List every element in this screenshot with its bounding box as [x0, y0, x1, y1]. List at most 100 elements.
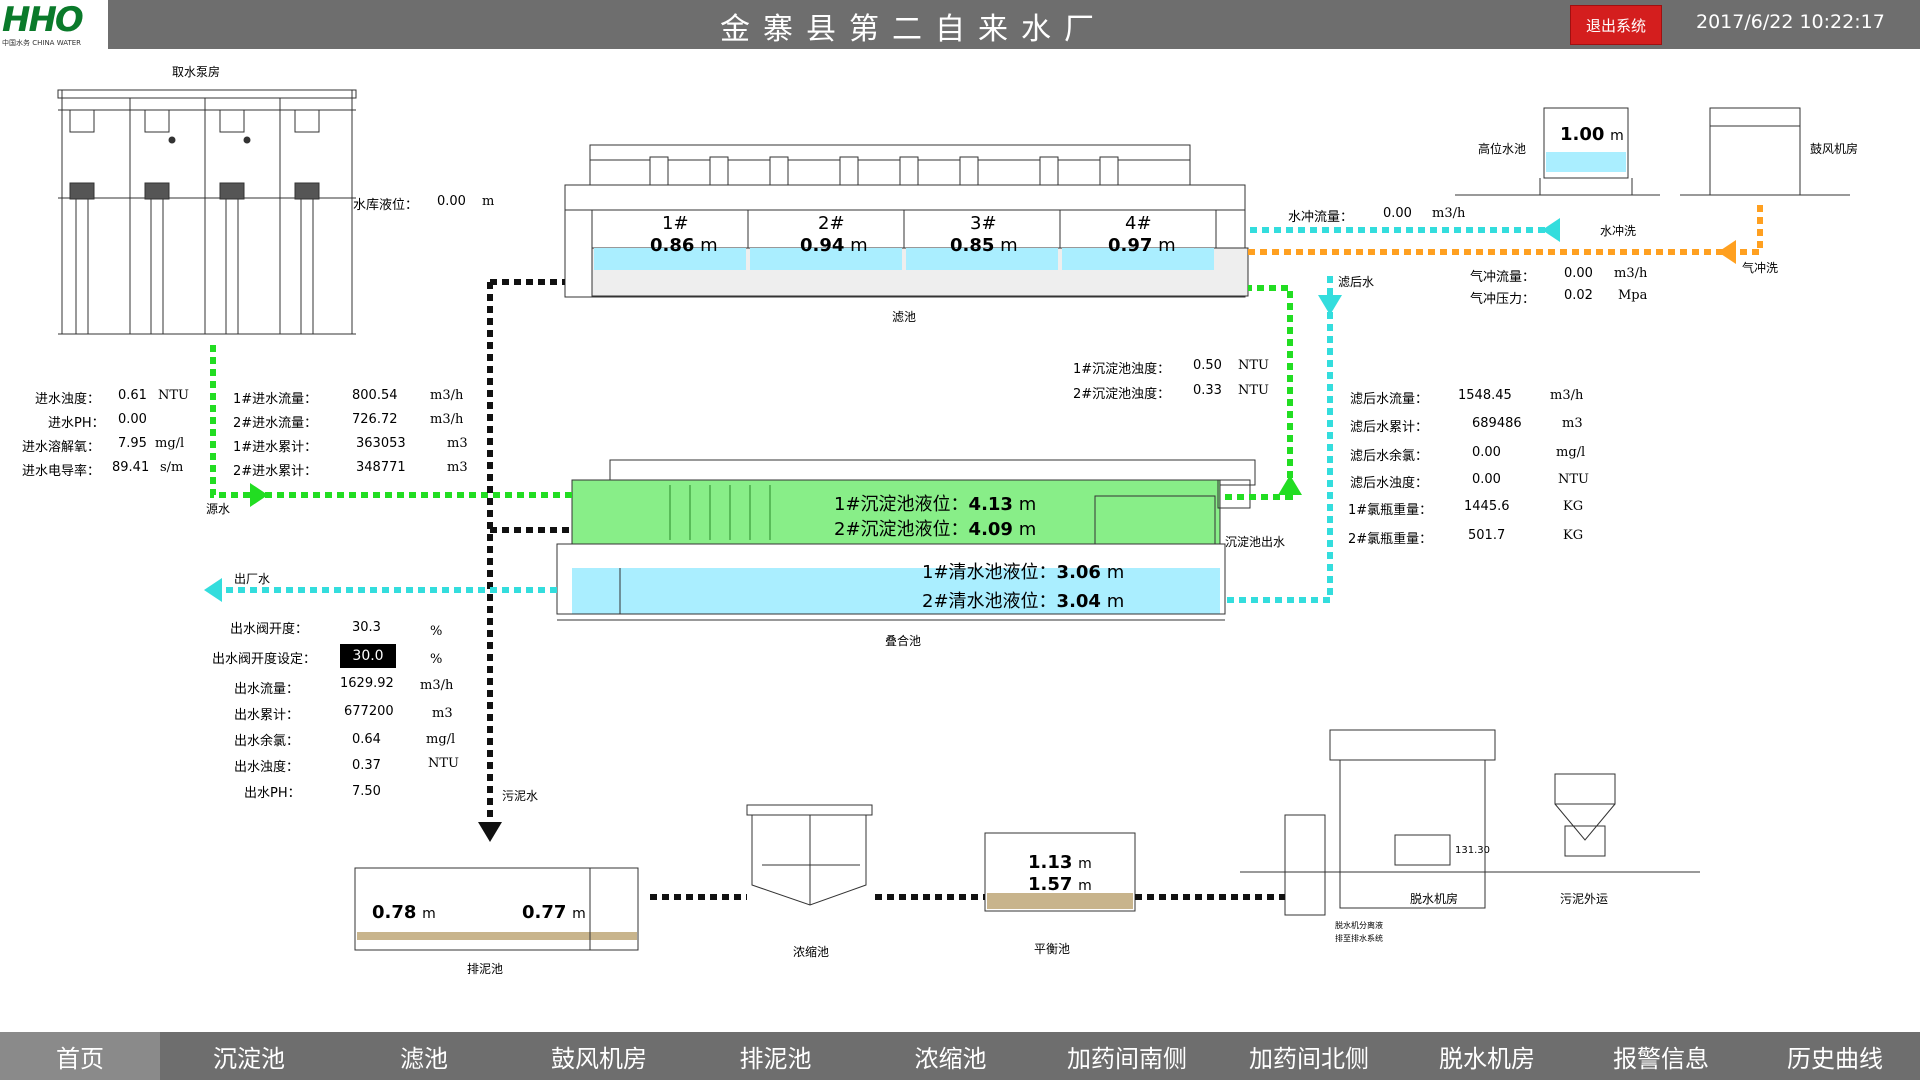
outlet-chlorine-label: 出水余氯：: [234, 734, 300, 749]
water-flush-flow-label: 水冲流量：: [1288, 210, 1354, 225]
high-tank-level-unit: m: [1610, 128, 1624, 144]
outlet-total-label: 出水累计：: [234, 708, 300, 723]
flow-arrows: [204, 218, 1736, 842]
cl-bottle1-label: 1#氯瓶重量：: [1348, 503, 1433, 518]
inlet-flow2-value: 726.72: [352, 412, 398, 427]
filtered-total-value: 689486: [1472, 416, 1522, 431]
sed1-level-value: 4.13: [968, 494, 1013, 515]
water-flush-arrow: [1542, 218, 1560, 242]
valve-open-unit: %: [430, 624, 443, 639]
nav-dewatering[interactable]: 脱水机房: [1439, 1044, 1535, 1073]
drain-level-1: 0.78 m: [372, 902, 436, 923]
plant-outlet-arrow: [204, 578, 222, 602]
nav-home[interactable]: 首页: [0, 1032, 160, 1080]
thickener-caption: 浓缩池: [793, 945, 830, 959]
nav-history-curve[interactable]: 历史曲线: [1787, 1044, 1883, 1073]
sed2-level-label: 2#沉淀池液位：: [834, 519, 969, 540]
filter-cell-3-level: 0.85 m: [950, 235, 1018, 256]
balance-level-1-value: 1.13: [1028, 852, 1073, 873]
dewatering-house-drawing: [1240, 729, 1700, 916]
clear1-level-label: 1#清水池液位：: [922, 562, 1057, 583]
drain-level-1-value: 0.78: [372, 902, 417, 923]
nav-dosing-north[interactable]: 加药间北侧: [1249, 1044, 1369, 1073]
drain-pool-drawing: [354, 867, 639, 951]
sed1-level-unit: m: [1018, 494, 1037, 515]
filter-cell-1-water: [594, 248, 746, 270]
reservoir-level-value: 0.00: [437, 194, 466, 209]
high-tank-drawing: [1455, 107, 1660, 196]
sludge-water-label: 污泥水: [502, 789, 539, 803]
plant-outlet-label: 出厂水: [234, 572, 271, 586]
sed1-turbidity-value: 0.50: [1193, 358, 1222, 373]
filtered-chlorine-unit: mg/l: [1556, 445, 1586, 460]
thickener-drawing: [746, 804, 873, 906]
dewater-note-1: 脱水机分离液: [1335, 921, 1383, 930]
clear2-level-value: 3.04: [1056, 591, 1101, 612]
valve-open-label: 出水阀开度：: [230, 622, 309, 637]
nav-drain-pool[interactable]: 排泥池: [739, 1044, 812, 1073]
valve-setpoint-input[interactable]: 30.0: [340, 644, 396, 668]
sedimentation-to-filter-line: [1225, 285, 1293, 500]
flow-lines: [210, 205, 1763, 900]
cl-bottle2-unit: KG: [1563, 528, 1584, 543]
outlet-total-value: 677200: [344, 704, 394, 719]
sed2-level: 2#沉淀池液位：4.09 m: [834, 515, 1036, 541]
raw-water-line: [210, 345, 250, 498]
filter-water-fills: [594, 248, 1214, 270]
source-water-label: 源水: [206, 502, 231, 516]
balance-level-1-unit: m: [1078, 856, 1092, 872]
blower-room-caption: 鼓风机房: [1810, 142, 1859, 156]
filter-cell-1-name: 1#: [662, 213, 689, 234]
filtered-water-line: [1225, 276, 1333, 603]
filtered-turbidity-unit: NTU: [1558, 472, 1590, 487]
intake-pump-room-drawing: [57, 89, 357, 335]
sludge-arrow: [478, 822, 502, 842]
filtered-up-arrow: [1278, 475, 1302, 495]
water-flush-flow-value: 0.00: [1383, 206, 1412, 221]
company-logo: HHO 中国水务 CHINA WATER: [0, 0, 108, 49]
clear1-level-value: 3.06: [1056, 562, 1101, 583]
logout-button[interactable]: 退出系统: [1570, 5, 1662, 45]
valve-setpoint-unit: %: [430, 652, 443, 667]
nav-alarm-info[interactable]: 报警信息: [1613, 1044, 1709, 1073]
high-tank-level-value: 1.00: [1560, 124, 1605, 145]
air-flush-flow-label: 气冲流量：: [1470, 270, 1536, 285]
clear2-level: 2#清水池液位：3.04 m: [922, 587, 1124, 613]
filter-cell-2-water: [750, 248, 902, 270]
after-filter-label: 滤后水: [1338, 275, 1375, 289]
air-flush-pressure-value: 0.02: [1564, 288, 1593, 303]
high-tank-level: 1.00 m: [1560, 124, 1624, 145]
nav-filter[interactable]: 滤池: [400, 1044, 448, 1073]
nav-thickener[interactable]: 浓缩池: [914, 1044, 987, 1073]
nav-sedimentation[interactable]: 沉淀池: [213, 1044, 285, 1073]
balance-pool-caption: 平衡池: [1034, 942, 1071, 956]
inlet-do-value: 7.95: [118, 436, 147, 451]
filter-cell-2-name: 2#: [818, 213, 845, 234]
logo-mark: HHO: [2, 0, 84, 40]
drain-level-2: 0.77 m: [522, 902, 586, 923]
inlet-flow1-label: 1#进水流量：: [233, 392, 318, 407]
air-flush-flow-unit: m3/h: [1614, 266, 1648, 281]
valve-setpoint-label: 出水阀开度设定：: [212, 652, 317, 667]
nav-dosing-south[interactable]: 加药间南侧: [1067, 1044, 1187, 1073]
logo-subtitle: 中国水务 CHINA WATER: [2, 39, 82, 47]
inlet-total1-label: 1#进水累计：: [233, 440, 318, 455]
nav-blower-room[interactable]: 鼓风机房: [551, 1044, 647, 1073]
filter-cell-1-level-unit: m: [700, 235, 718, 256]
cl-bottle1-value: 1445.6: [1464, 499, 1510, 514]
filtered-flow-unit: m3/h: [1550, 388, 1584, 403]
filter-cell-4-level-value: 0.97: [1108, 235, 1153, 256]
sed2-level-value: 4.09: [968, 519, 1013, 540]
outlet-ph-value: 7.50: [352, 784, 381, 799]
inlet-turbidity-label: 进水浊度：: [35, 392, 101, 407]
inlet-total2-unit: m3: [447, 460, 468, 475]
inlet-total1-unit: m3: [447, 436, 468, 451]
filtered-total-label: 滤后水累计：: [1350, 420, 1429, 435]
outlet-flow-label: 出水流量：: [234, 682, 300, 697]
raw-water-arrow: [250, 483, 268, 507]
filtered-flow-label: 滤后水流量：: [1350, 392, 1429, 407]
balance-level-2: 1.57 m: [1028, 874, 1092, 895]
filter-cell-4-name: 4#: [1125, 213, 1152, 234]
sed1-turbidity-label: 1#沉淀池浊度：: [1073, 362, 1171, 377]
clear1-level-unit: m: [1106, 562, 1125, 583]
